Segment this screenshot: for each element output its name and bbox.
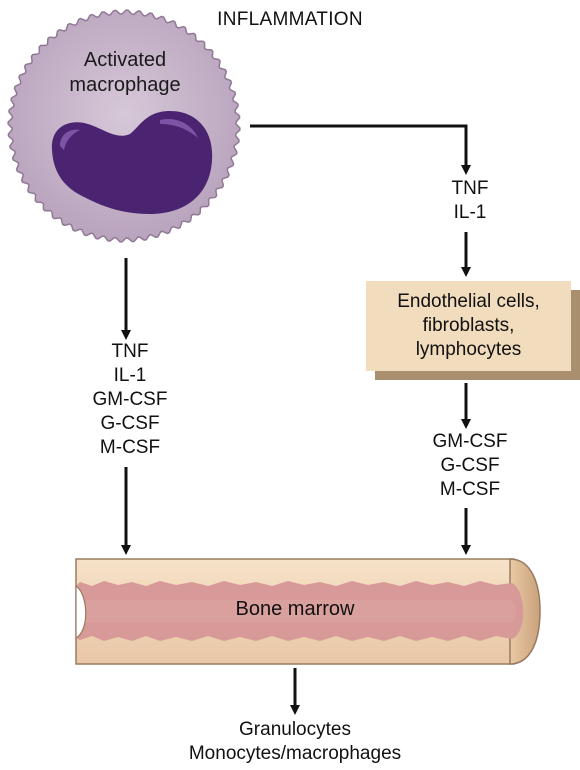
diagram-title: INFLAMMATION bbox=[217, 9, 363, 30]
nucleus-highlight bbox=[60, 129, 80, 150]
stromal-cells-line: Endothelial cells, bbox=[397, 291, 540, 312]
nucleus-highlight bbox=[160, 118, 198, 138]
factor-label: GM-CSF bbox=[432, 431, 508, 452]
right-factor-list-bottom: GM-CSF G-CSF M-CSF bbox=[390, 430, 550, 502]
factor-label: M-CSF bbox=[99, 437, 161, 458]
bone-end-cap bbox=[509, 558, 541, 665]
marrow-inner-glow bbox=[86, 600, 516, 622]
output-cell-list: Granulocytes Monocytes/macrophages bbox=[140, 718, 450, 766]
bone-marrow-tube bbox=[75, 558, 541, 665]
factor-label: G-CSF bbox=[440, 455, 500, 476]
right-factor-list-top: TNF IL-1 bbox=[390, 177, 550, 225]
macrophage-label: Activated macrophage bbox=[30, 48, 220, 98]
bone-marrow-label: Bone marrow bbox=[235, 598, 355, 620]
macrophage-label-line: Activated bbox=[83, 49, 167, 71]
factor-label: TNF bbox=[111, 341, 149, 362]
stromal-cells-line: lymphocytes bbox=[415, 339, 522, 360]
stromal-cells-box: Endothelial cells, fibroblasts, lymphocy… bbox=[366, 281, 571, 371]
factor-label: GM-CSF bbox=[92, 389, 168, 410]
factor-label: IL-1 bbox=[453, 202, 487, 223]
output-cell-label: Monocytes/macrophages bbox=[188, 743, 402, 764]
macrophage-nucleus bbox=[51, 110, 213, 214]
bone-left-opening bbox=[75, 584, 87, 640]
macrophage-cell bbox=[7, 9, 241, 243]
stromal-cells-line: fibroblasts, bbox=[422, 315, 515, 336]
factor-label: M-CSF bbox=[439, 479, 501, 500]
connector-macrophage-right bbox=[250, 124, 471, 175]
factor-label: TNF bbox=[451, 178, 489, 199]
left-factor-list: TNF IL-1 GM-CSF G-CSF M-CSF bbox=[50, 340, 210, 460]
macrophage-label-line: macrophage bbox=[69, 74, 181, 96]
factor-label: IL-1 bbox=[113, 365, 147, 386]
factor-label: G-CSF bbox=[100, 413, 160, 434]
output-cell-label: Granulocytes bbox=[239, 719, 351, 740]
